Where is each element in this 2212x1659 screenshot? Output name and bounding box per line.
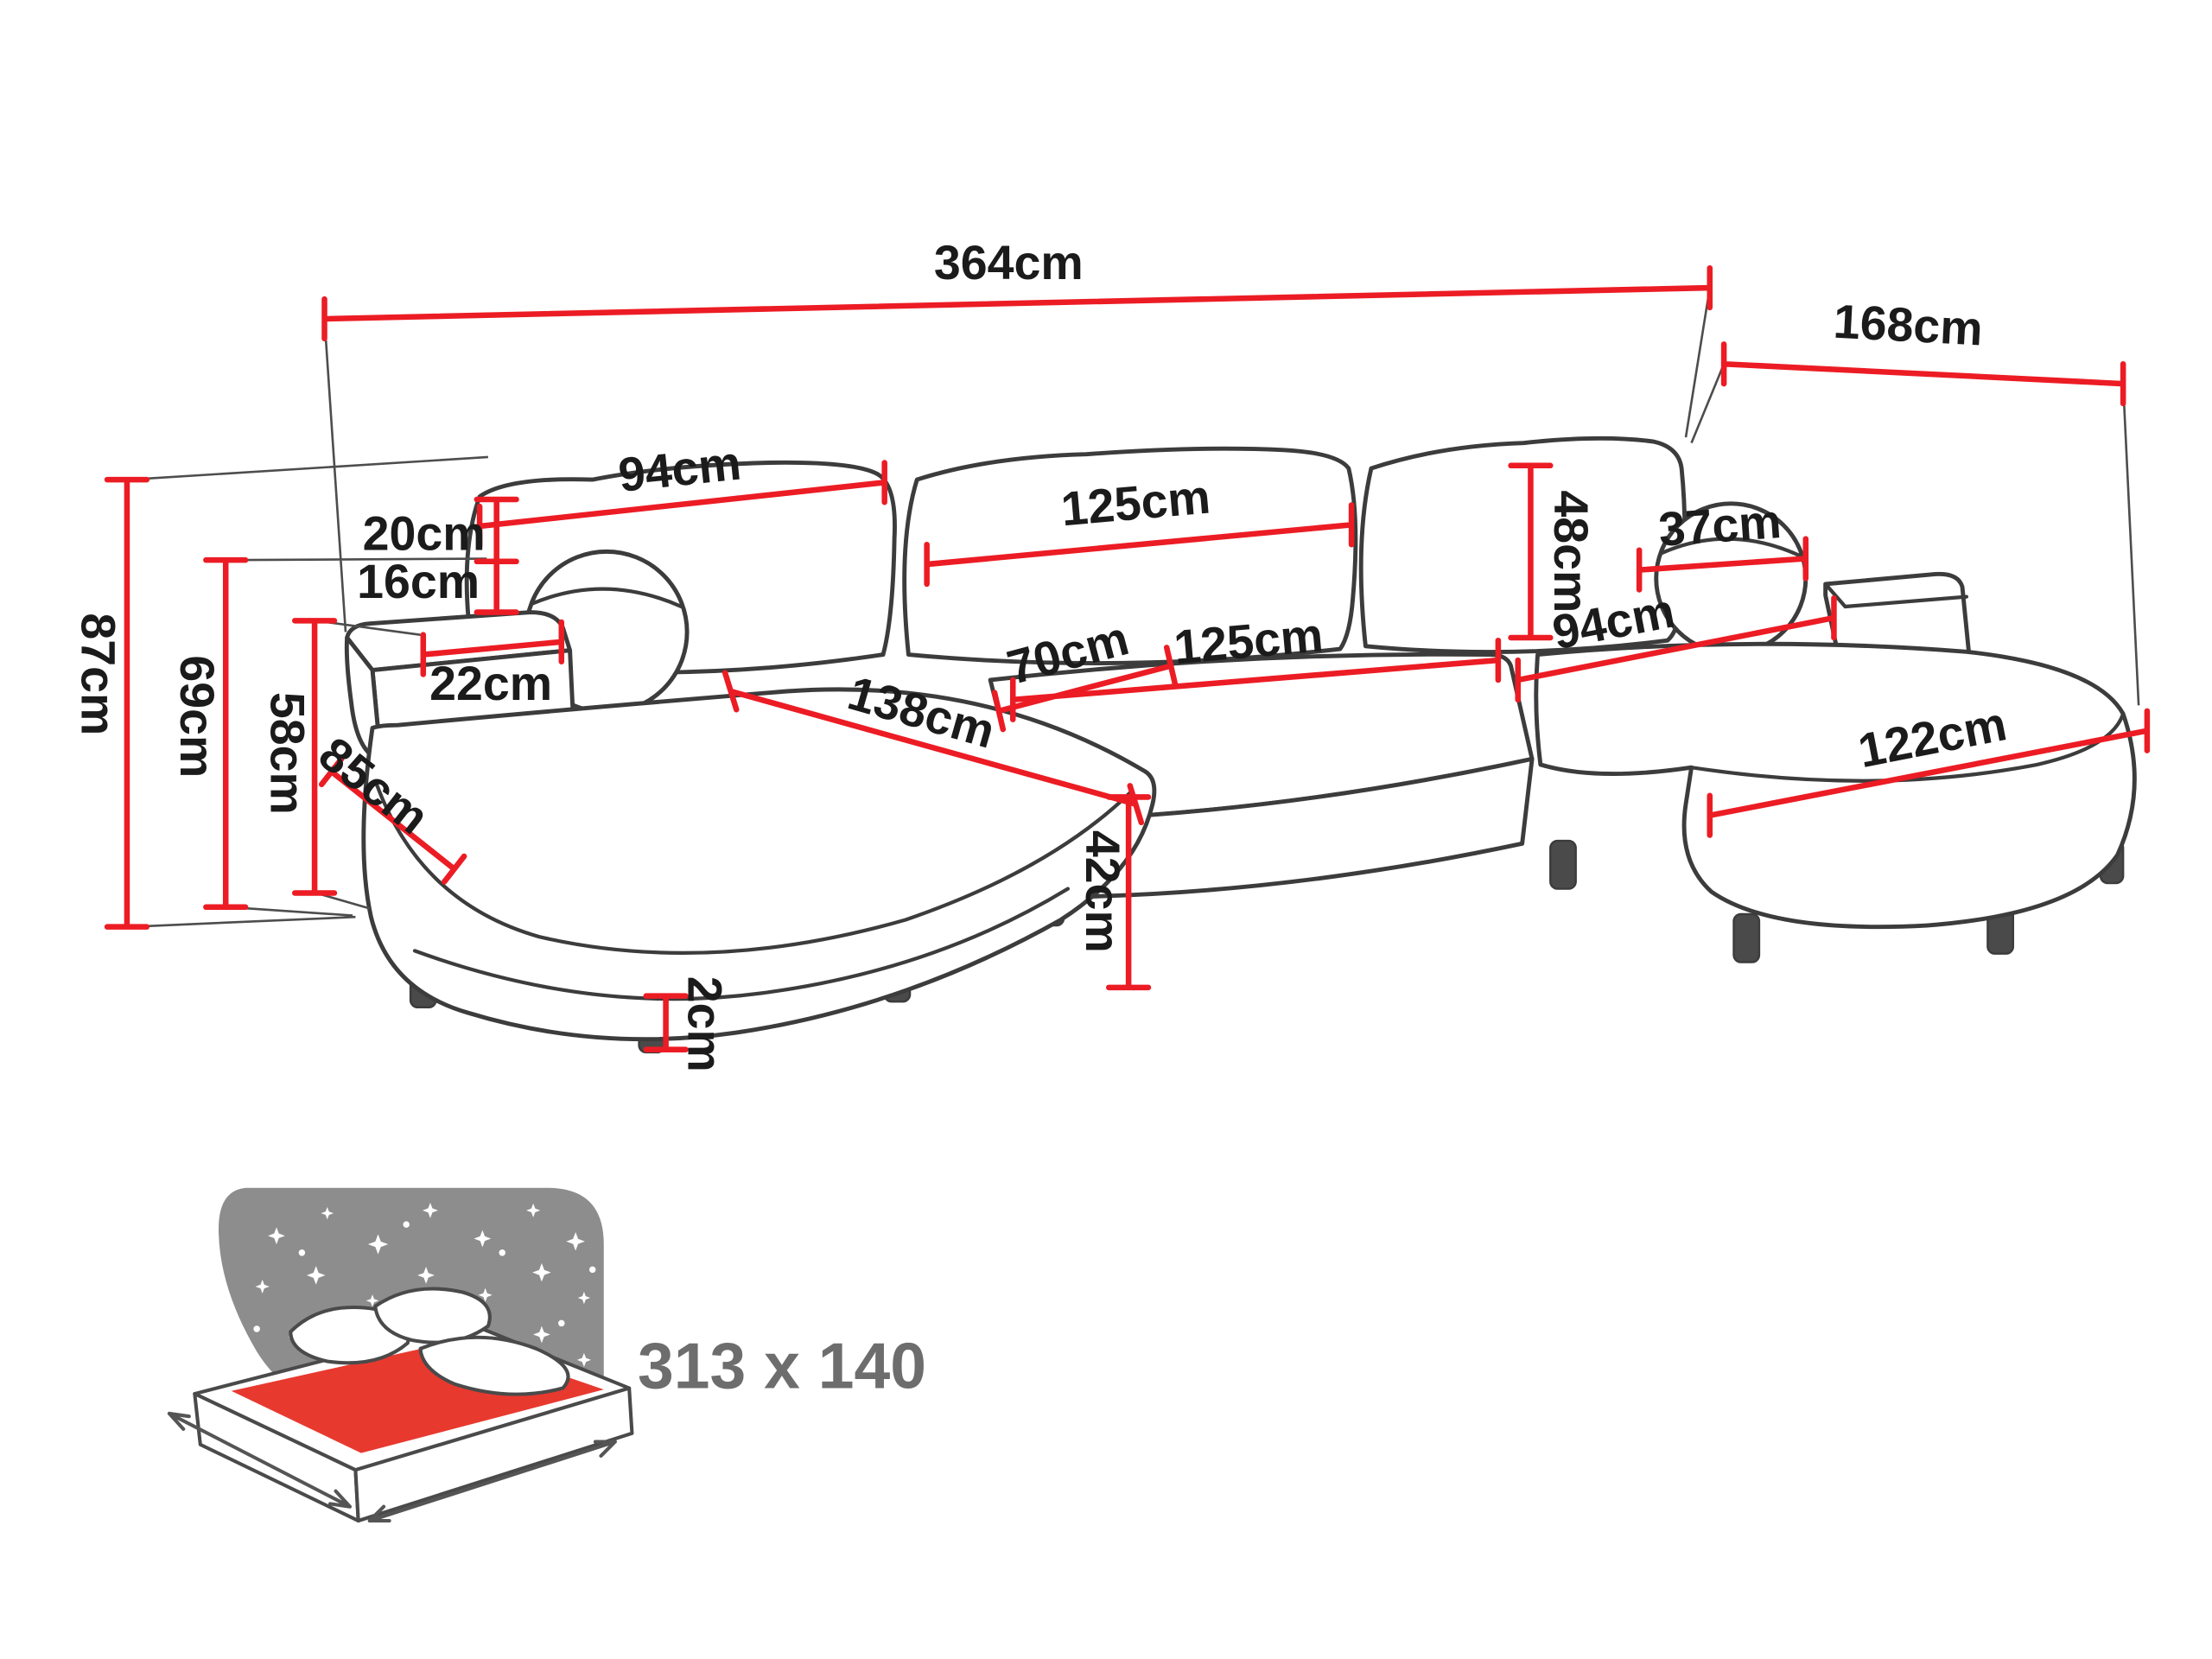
sofa-back-cushion-right bbox=[1358, 435, 1688, 655]
dimension-back-height: 48cm bbox=[1508, 462, 1598, 641]
dimension-bolster-right-width: 37cm bbox=[1636, 494, 1809, 593]
dimension-label: 42cm bbox=[1076, 830, 1129, 953]
star-dot-icon bbox=[403, 1221, 410, 1228]
dimension-label: 20cm bbox=[363, 507, 486, 561]
dimension-line bbox=[991, 645, 1179, 733]
dimension-seat-height: 42cm bbox=[1076, 794, 1152, 991]
mattress-side-front bbox=[353, 1386, 634, 1523]
dimension-height-mid: 69cm bbox=[170, 556, 249, 911]
arrow-front-edge bbox=[367, 1440, 617, 1523]
sofa-bolster-right-seam bbox=[1660, 537, 1802, 558]
chaise-right-body bbox=[1534, 641, 2137, 930]
dimension-label: 168cm bbox=[1832, 295, 1984, 356]
dimension-line bbox=[203, 556, 249, 911]
armrest-right-top-edge bbox=[1823, 582, 1969, 609]
dimension-line bbox=[321, 264, 1713, 342]
sofa-leg bbox=[1732, 912, 1761, 963]
arrow-left-edge bbox=[167, 1411, 352, 1509]
dimension-overall-width: 364cm bbox=[321, 236, 1713, 342]
dimension-line bbox=[1707, 708, 2151, 838]
dimension-label: 37cm bbox=[1657, 494, 1783, 556]
dimension-line bbox=[420, 619, 565, 677]
sofa-chaise-right bbox=[1534, 641, 2137, 930]
dimension-label: 87cm bbox=[72, 613, 125, 735]
dimension-label: 22cm bbox=[429, 657, 552, 710]
dimension-line bbox=[104, 476, 150, 930]
sofa-leg bbox=[1549, 839, 1577, 890]
dimension-label: 2cm bbox=[678, 976, 732, 1072]
dimension-line bbox=[1720, 341, 2126, 407]
chaise-left-body bbox=[361, 687, 1157, 1042]
dimension-label: 125cm bbox=[1172, 607, 1325, 674]
sleeping-function-icon: 313 x 140 bbox=[167, 1187, 926, 1523]
dimension-back-left-width: 94cm bbox=[476, 435, 887, 550]
dimension-line bbox=[1636, 536, 1809, 593]
dimension-label: 48cm bbox=[1544, 490, 1598, 613]
dimension-line bbox=[318, 756, 467, 885]
dimension-line bbox=[1515, 594, 1837, 703]
dimension-overall-depth: 168cm bbox=[1720, 295, 2126, 407]
dimension-label: 364cm bbox=[934, 236, 1084, 289]
sleeping-area-label: 313 x 140 bbox=[638, 1330, 926, 1402]
dimension-line bbox=[1508, 462, 1554, 641]
dimension-armrest-width: 22cm bbox=[420, 619, 565, 710]
star-dot-icon bbox=[588, 1266, 596, 1274]
star-dot-icon bbox=[499, 1249, 505, 1256]
dimension-line bbox=[721, 670, 1145, 826]
dimension-line bbox=[476, 460, 887, 550]
sleeping-area-arrows bbox=[167, 1411, 617, 1523]
dimension-gap-lower: 16cm bbox=[357, 555, 519, 615]
dimension-height-total: 87cm bbox=[72, 476, 150, 930]
dimension-line bbox=[924, 502, 1355, 588]
dimension-seat-middle-width: 125cm bbox=[1009, 607, 1502, 722]
dimension-line bbox=[1106, 794, 1152, 991]
chaise-left-base-seam bbox=[412, 887, 1071, 1001]
dimension-line bbox=[291, 618, 338, 896]
dimension-label: 94cm bbox=[616, 435, 744, 501]
sofa-chaise-left bbox=[361, 687, 1157, 1042]
pillow-right bbox=[373, 1287, 492, 1344]
star-dot-icon bbox=[253, 1325, 260, 1332]
chaise-left-cushion-seam bbox=[374, 782, 1132, 955]
dimension-back-middle-width: 125cm bbox=[924, 469, 1355, 588]
blanket bbox=[418, 1335, 570, 1396]
star-dot-icon bbox=[298, 1249, 306, 1256]
dimension-line bbox=[643, 993, 689, 1052]
dimension-label: 16cm bbox=[357, 555, 480, 608]
sofa-bolster-left-seam bbox=[530, 587, 683, 609]
projection-lines bbox=[130, 287, 2140, 928]
dimension-label: 58cm bbox=[260, 692, 314, 815]
dimension-line bbox=[474, 558, 519, 615]
dimension-height-seat-back: 58cm bbox=[260, 618, 338, 896]
dimension-line bbox=[1009, 637, 1502, 722]
star-dot-icon bbox=[558, 1319, 565, 1327]
dimension-leg-height: 2cm bbox=[643, 976, 732, 1072]
dimension-label: 69cm bbox=[170, 655, 224, 778]
dimension-label: 125cm bbox=[1058, 469, 1212, 536]
